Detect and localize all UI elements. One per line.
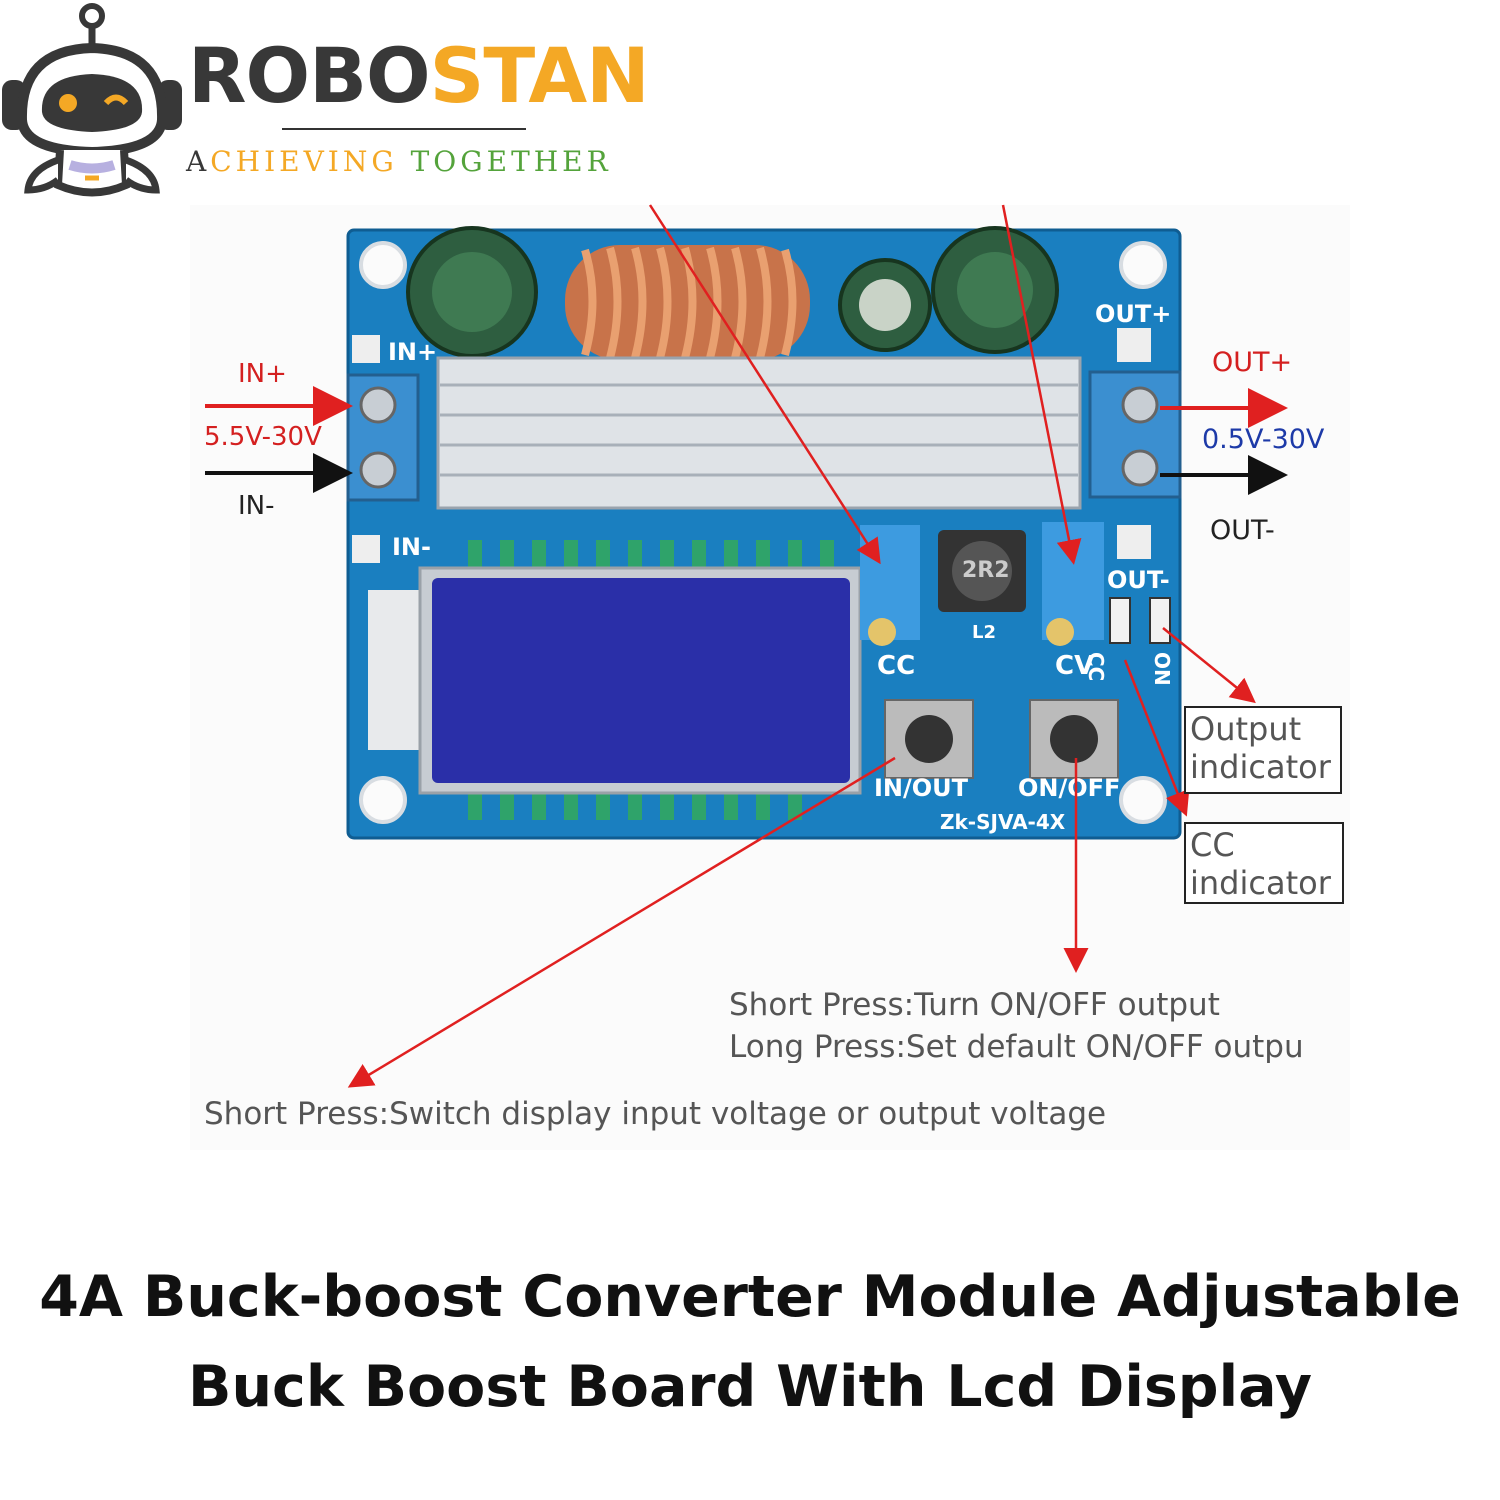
silk-in-plus: IN+ <box>388 338 438 366</box>
silk-in-minus: IN- <box>392 533 431 561</box>
label-out-minus: OUT- <box>1210 515 1275 546</box>
on-off-long-press: Long Press:Set default ON/OFF outpu <box>729 1032 1304 1063</box>
label-out-range: 0.5V-30V <box>1202 424 1325 455</box>
product-title-line2: Buck Boost Board With Lcd Display <box>188 1354 1312 1420</box>
output-indicator-line1: Output <box>1190 710 1302 748</box>
silk-l2: L2 <box>972 622 996 643</box>
product-title: 4A Buck-boost Converter Module Adjustabl… <box>0 1252 1500 1432</box>
silk-out-minus: OUT- <box>1107 566 1170 594</box>
label-in-plus: IN+ <box>238 359 287 389</box>
on-off-short-press: Short Press:Turn ON/OFF output <box>729 987 1220 1023</box>
silk-btn-on-off: ON/OFF <box>1018 774 1121 802</box>
callout-arrows <box>205 204 1288 1088</box>
output-indicator-line2: indicator <box>1190 748 1331 786</box>
brand-tagline: ACHIEVING TOGETHER <box>186 148 612 176</box>
tagline-mid: CHIEVING <box>210 145 398 178</box>
brand-name-part2: STAN <box>429 31 650 120</box>
cc-indicator-line1: CC <box>1190 826 1235 864</box>
converter-board <box>346 226 1182 840</box>
cc-indicator-box: CC indicator <box>1184 822 1344 904</box>
silk-out-plus: OUT+ <box>1095 300 1172 328</box>
label-out-plus: OUT+ <box>1212 347 1293 378</box>
silk-model: Zk-SJVA-4X <box>940 810 1066 834</box>
brand-divider <box>282 128 526 130</box>
brand-name-part1: ROBO <box>188 31 431 120</box>
tagline-end: TOGETHER <box>397 145 612 178</box>
brand-name: ROBOSTAN <box>188 38 650 114</box>
in-out-short-press: Short Press:Switch display input voltage… <box>204 1096 1107 1132</box>
label-in-range: 5.5V-30V <box>204 422 322 452</box>
tagline-first-letter: A <box>186 145 211 178</box>
robot-logo-icon <box>2 3 182 197</box>
inductor-code: 2R2 <box>962 558 1010 583</box>
output-indicator-box: Output indicator <box>1184 706 1342 794</box>
product-title-line1: 4A Buck-boost Converter Module Adjustabl… <box>39 1264 1461 1330</box>
cc-indicator-line2: indicator <box>1190 864 1331 902</box>
silk-btn-in-out: IN/OUT <box>874 774 969 802</box>
label-in-minus: IN- <box>238 491 275 521</box>
silk-cc: CC <box>877 651 916 681</box>
silk-cv: CV <box>1055 651 1095 681</box>
